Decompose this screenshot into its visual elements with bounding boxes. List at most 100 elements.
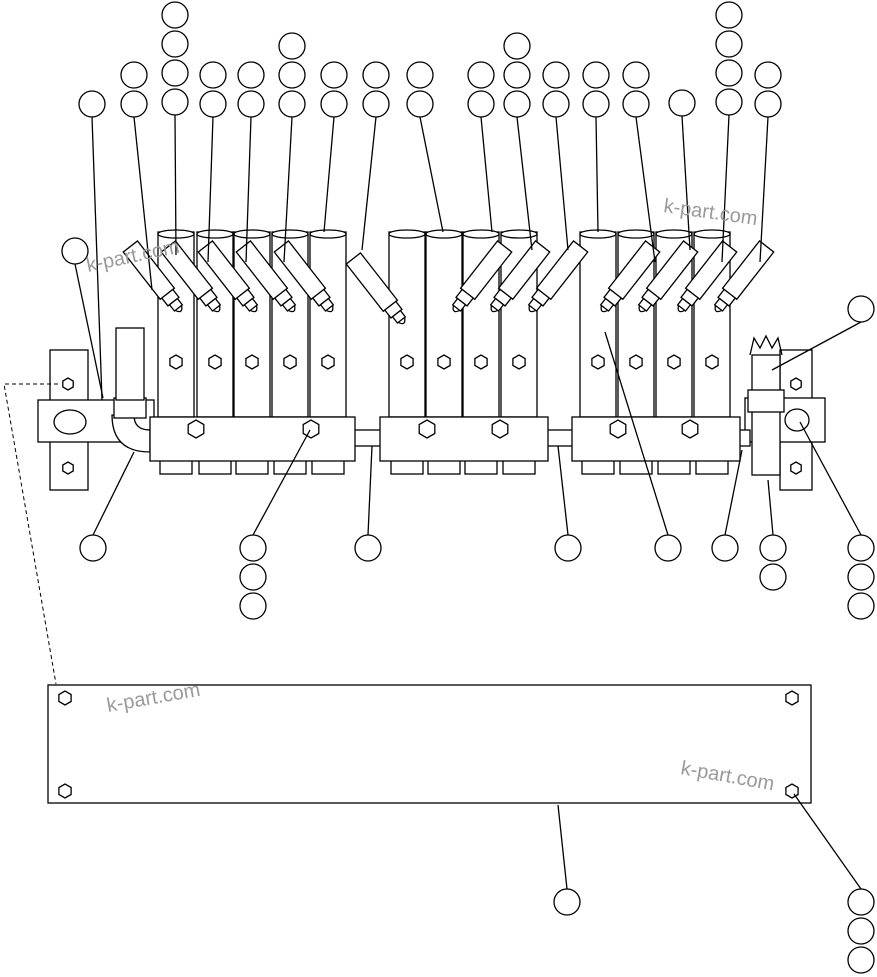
leader-line <box>557 804 568 890</box>
leader-line <box>595 116 599 233</box>
callout-bubble <box>503 90 531 118</box>
base-nut-icon <box>681 419 699 439</box>
callout-bubble <box>467 61 495 89</box>
callout-bubble <box>847 592 875 620</box>
column-nut-icon <box>437 354 451 370</box>
leader-line <box>361 116 377 251</box>
valve-column <box>579 231 617 418</box>
bracket-bolt-icon <box>62 377 74 391</box>
leader-line <box>604 331 669 536</box>
callout-bubble <box>503 61 531 89</box>
callout-bubble <box>715 30 743 58</box>
valve-column <box>309 231 347 418</box>
callout-bubble <box>61 237 89 265</box>
callout-bubble <box>362 90 390 118</box>
grease-nipple <box>122 240 184 313</box>
callout-bubble <box>406 90 434 118</box>
leader-line <box>283 116 293 263</box>
inlet-nipple <box>115 327 145 401</box>
callout-bubble <box>161 88 189 116</box>
callout-bubble <box>759 534 787 562</box>
callout-bubble <box>239 534 267 562</box>
leader-line <box>557 445 569 536</box>
base-block <box>149 416 356 462</box>
callout-bubble <box>278 61 306 89</box>
callout-bubble <box>467 90 495 118</box>
valve-column <box>388 231 426 418</box>
valve-column <box>425 231 463 418</box>
callout-bubble <box>237 61 265 89</box>
valve-column-top <box>271 229 309 239</box>
grease-nipple <box>160 240 222 313</box>
inlet-nut <box>113 397 147 419</box>
leader-line <box>759 116 769 263</box>
bracket-bolt-icon <box>790 377 802 391</box>
leader-line <box>681 115 691 251</box>
callout-bubble <box>622 90 650 118</box>
leader-line <box>92 451 135 536</box>
plate-screw-icon <box>785 690 799 706</box>
plate-screw-icon <box>58 783 72 799</box>
leader-line <box>207 116 214 263</box>
pressure-valve-nut <box>747 389 785 413</box>
leader-line <box>252 429 311 536</box>
callout-bubble <box>759 563 787 591</box>
mounting-plate <box>3 383 812 804</box>
callout-bubble <box>847 563 875 591</box>
callout-bubble <box>622 61 650 89</box>
base-nut-icon <box>609 419 627 439</box>
leader-line <box>799 421 862 536</box>
inlet-fitting-icon <box>53 409 87 435</box>
base-nut-icon <box>491 419 509 439</box>
leader-line <box>635 116 656 263</box>
grease-nipple <box>273 240 335 313</box>
leader-line <box>419 116 444 233</box>
callout-bubble <box>199 61 227 89</box>
base-nut-icon <box>187 419 205 439</box>
valve-column-top <box>500 229 538 239</box>
grease-nipple <box>197 240 259 313</box>
callout-bubble <box>754 90 782 118</box>
column-nut-icon <box>629 354 643 370</box>
valve-spring-icon <box>749 334 783 356</box>
callout-bubble <box>406 61 434 89</box>
leader-line <box>480 116 493 233</box>
callout-bubble <box>239 592 267 620</box>
callout-bubble <box>847 534 875 562</box>
leader-line <box>367 445 373 536</box>
leader-lines <box>74 114 862 890</box>
leader-line <box>91 116 103 401</box>
callout-bubble <box>199 90 227 118</box>
column-nut-icon <box>512 354 526 370</box>
leader-line <box>555 116 569 251</box>
column-nut-icon <box>667 354 681 370</box>
callout-bubble <box>847 917 875 945</box>
callout-bubble <box>237 90 265 118</box>
callout-bubble <box>354 534 382 562</box>
watermark-text: k-part.com <box>662 195 759 230</box>
valve-column-top <box>425 229 463 239</box>
column-nut-icon <box>321 354 335 370</box>
callout-bubble <box>79 534 107 562</box>
grease-nipple <box>235 240 297 313</box>
grease-nipple <box>599 240 661 313</box>
valve-column-top <box>309 229 347 239</box>
column-nut-icon <box>208 354 222 370</box>
bracket-bolt-icon <box>790 461 802 475</box>
callout-bubble <box>542 90 570 118</box>
leader-line <box>721 114 730 263</box>
callout-bubble <box>847 946 875 974</box>
column-nut-icon <box>283 354 297 370</box>
leader-line <box>174 114 177 256</box>
callout-bubble <box>754 61 782 89</box>
callout-bubble <box>120 61 148 89</box>
callout-bubble <box>120 90 148 118</box>
leader-line <box>245 116 252 263</box>
valve-column-top <box>388 229 426 239</box>
leader-line <box>516 116 533 251</box>
plate-screw-icon <box>58 690 72 706</box>
valve-column-top <box>233 229 271 239</box>
column-nut-icon <box>705 354 719 370</box>
leader-line <box>771 321 862 371</box>
